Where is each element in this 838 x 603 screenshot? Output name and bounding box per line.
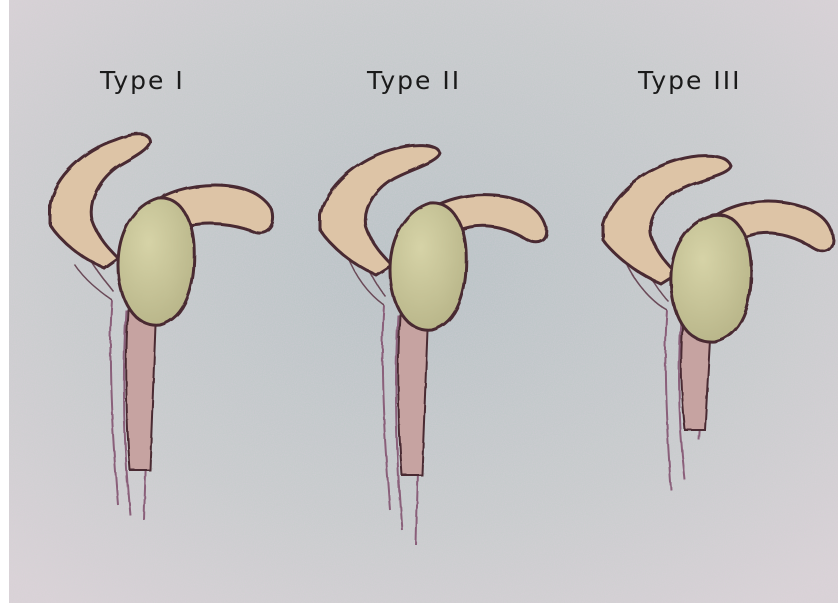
type-ii-label: Type II bbox=[367, 66, 461, 95]
scapular-neck bbox=[398, 315, 428, 475]
left-border bbox=[0, 0, 9, 603]
type-iii-label: Type III bbox=[638, 66, 742, 95]
type-i-label: Type I bbox=[100, 66, 185, 95]
scapular-neck bbox=[126, 310, 156, 470]
